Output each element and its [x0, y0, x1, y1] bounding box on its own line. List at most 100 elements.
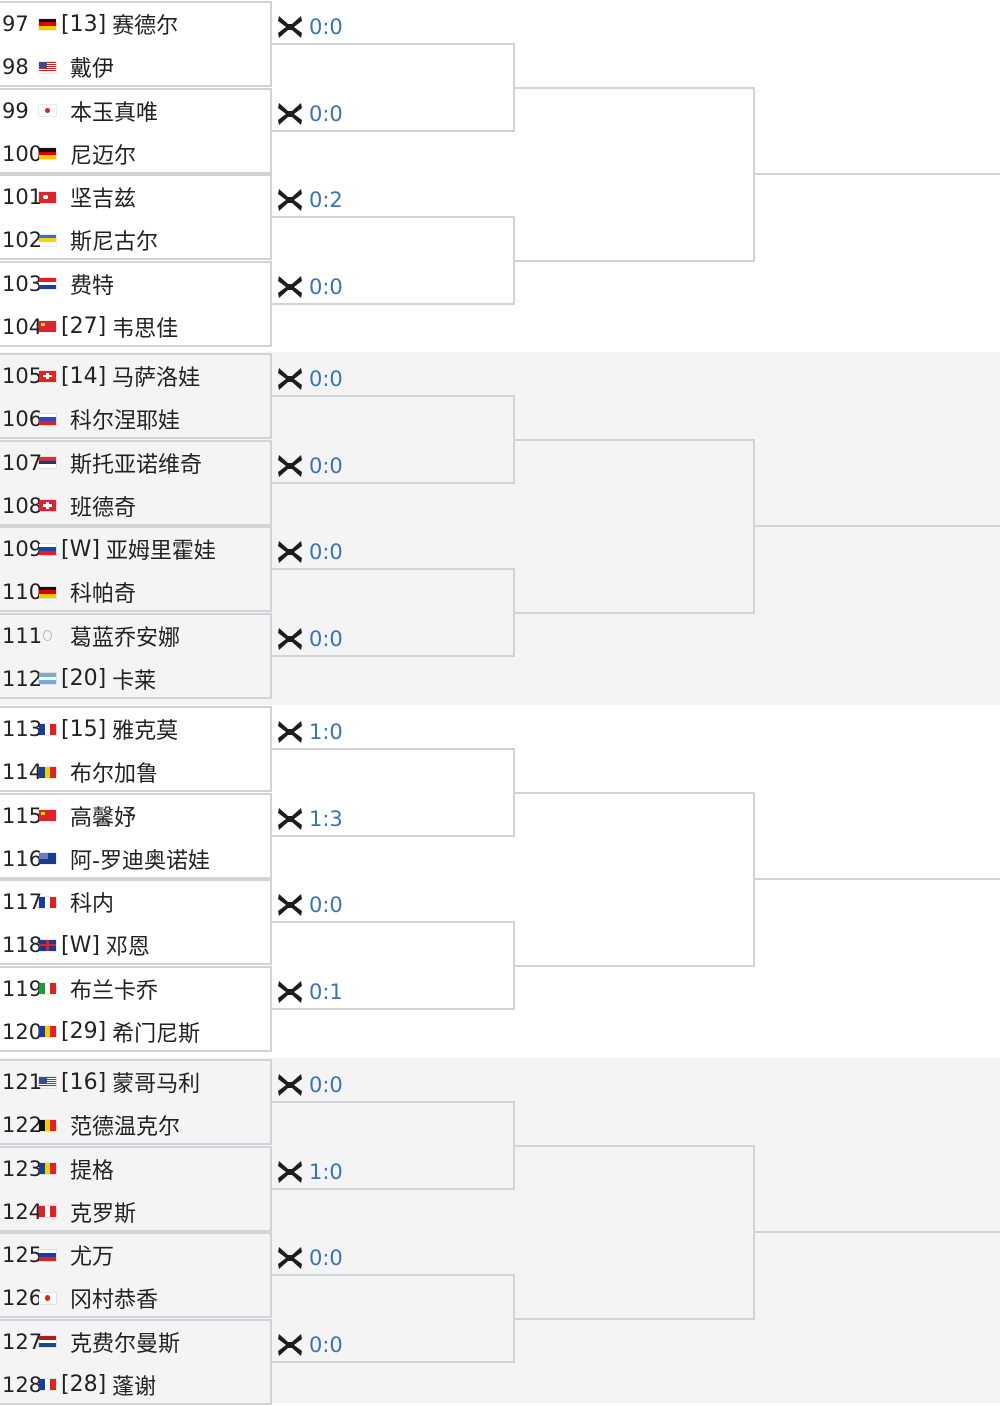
match-score[interactable]: 0:0 [277, 1246, 343, 1270]
flag-jp-icon [39, 1292, 56, 1304]
match-score[interactable]: 0:0 [277, 275, 343, 299]
player-name: 克费尔曼斯 [70, 1331, 181, 1357]
bracket-connector [754, 173, 1000, 175]
player-row[interactable]: 125 尤万 [0, 1234, 270, 1276]
match-score[interactable]: 0:0 [277, 540, 343, 564]
match-score[interactable]: 0:0 [277, 893, 343, 917]
match-score[interactable]: 0:0 [277, 102, 343, 126]
draw-position: 113 [2, 717, 43, 741]
draw-position: 112 [2, 666, 43, 691]
player-row[interactable]: 128[28]蓬谢 [0, 1364, 270, 1406]
match-score[interactable]: 0:1 [277, 980, 343, 1004]
player-name: 科帕奇 [70, 582, 137, 607]
crossed-rackets-icon [278, 721, 302, 743]
player-row[interactable]: 112[20]卡莱 [0, 658, 270, 700]
player-name: 希门尼斯 [112, 1021, 201, 1047]
player-row[interactable]: 120[29]希门尼斯 [0, 1011, 270, 1053]
player-name: 科尔涅耶娃 [70, 409, 181, 434]
player-name: 戴伊 [70, 57, 115, 82]
bracket-connector [272, 395, 515, 484]
flag-it-icon [39, 983, 56, 994]
player-row[interactable]: 97[13]赛德尔 [0, 3, 270, 45]
score-text: 0:0 [309, 367, 343, 391]
player-name: 尤万 [70, 1245, 115, 1270]
match-score[interactable]: 0:0 [277, 15, 343, 39]
crossed-rackets-icon [278, 627, 302, 650]
match-score[interactable]: 0:0 [277, 1333, 343, 1357]
player-name: 班德奇 [70, 495, 137, 521]
flag-fr-icon [39, 896, 56, 908]
draw-position: 101 [2, 185, 43, 209]
player-row[interactable]: 109[W]亚姆里霍娃 [0, 528, 270, 570]
bracket-connector [272, 568, 515, 657]
draw-position: 100 [2, 141, 43, 166]
seed-label: [13] [61, 11, 107, 37]
match-score[interactable]: 0:0 [277, 627, 343, 651]
match-score[interactable]: 1:3 [277, 807, 343, 831]
draw-position: 116 [2, 846, 43, 871]
player-row[interactable]: 113[15]雅克莫 [0, 708, 270, 750]
player-name: 赛德尔 [112, 14, 179, 39]
player-row[interactable]: 121[16]蒙哥马利 [0, 1061, 270, 1103]
draw-position: 125 [2, 1243, 43, 1267]
player-row[interactable]: 118[W]邓恩 [0, 924, 270, 966]
draw-position: 99 [2, 98, 29, 123]
flag-ua-icon [39, 234, 56, 246]
player-row[interactable]: 104[27]韦思佳 [0, 306, 270, 348]
flag-jp-icon [39, 105, 56, 116]
player-row[interactable]: 105[14]马萨洛娃 [0, 355, 270, 397]
draw-position: 123 [2, 1156, 43, 1181]
player-name: 蓬谢 [112, 1374, 157, 1400]
match-score[interactable]: 0:0 [277, 367, 343, 391]
match-score[interactable]: 1:0 [277, 1160, 343, 1184]
match-score[interactable]: 0:2 [277, 188, 343, 212]
score-text: 0:0 [309, 626, 343, 651]
match-score[interactable]: 0:0 [277, 1073, 343, 1097]
flag-si-icon [39, 1249, 56, 1261]
bracket-connector [754, 878, 1000, 880]
match-score[interactable]: 0:0 [277, 454, 343, 478]
draw-position: 105 [2, 364, 43, 388]
bracket-connector [514, 1145, 755, 1320]
match-score[interactable]: 1:0 [277, 720, 343, 744]
bracket-connector [514, 87, 755, 262]
player-name: 高馨妤 [70, 805, 137, 831]
